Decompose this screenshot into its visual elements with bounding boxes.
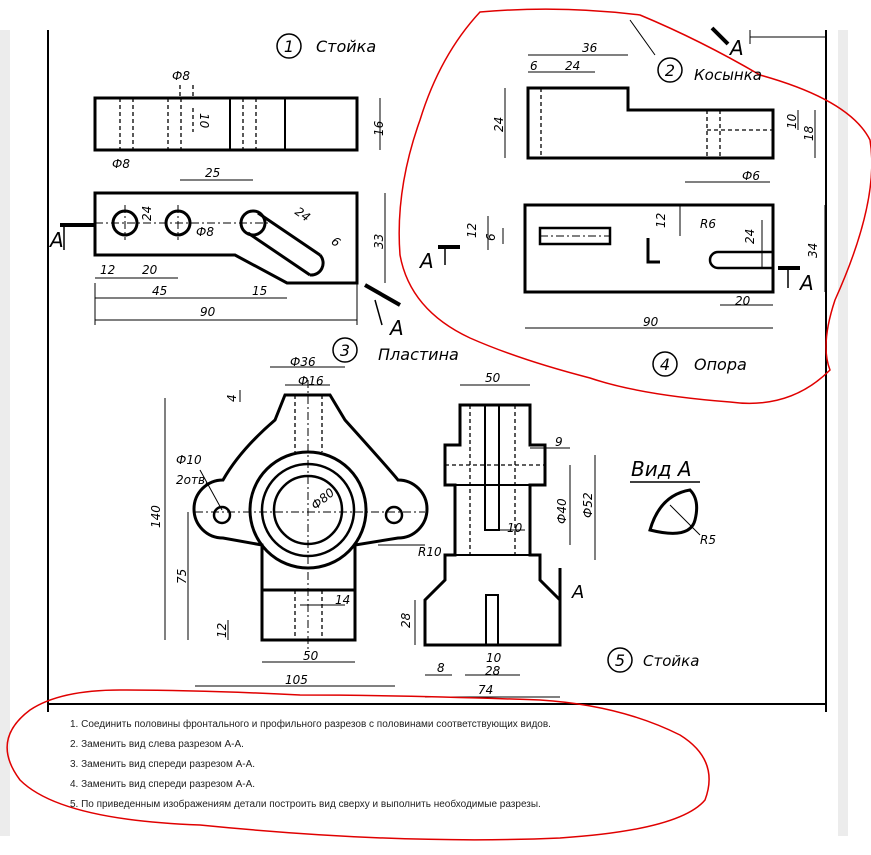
part3-drawing: [164, 366, 429, 687]
dim-p2-6: 18: [802, 125, 816, 141]
part1-label: 1 Стойка: [276, 33, 376, 59]
dim-p1-8: 24: [292, 204, 313, 224]
red-annotations: [6, 8, 871, 841]
dim-p3-13: 105: [285, 673, 308, 687]
dim-p3-12: 50: [303, 649, 319, 663]
dim-p2-2: 6: [530, 59, 538, 73]
dim-p1-1: Ф8: [172, 69, 190, 83]
part1-number: 1: [284, 37, 294, 56]
dim-p5-7: 8: [437, 661, 445, 675]
dim-p3-8: 75: [175, 569, 189, 584]
dim-p4-3: 12: [654, 213, 668, 228]
dim-p3-10: 14: [335, 593, 350, 607]
part2-label: 2 Косынка: [657, 57, 762, 84]
dim-p4-8: 90: [643, 315, 659, 329]
dim-p2-4: 24: [492, 117, 506, 132]
dim-p5-6: 28: [399, 612, 413, 628]
part2-number: 2: [665, 61, 675, 80]
dimension-labels: Ф8 10 16 Ф8 25 24 Ф8 24 6 33 12 20 45 15…: [100, 41, 820, 697]
part5-label: 5 Стойка: [607, 647, 699, 673]
dim-p5-10: 74: [478, 683, 493, 697]
dim-p4-7: 20: [735, 294, 751, 308]
part4-label: 4 Опора: [652, 351, 747, 377]
dim-p2-5: 10: [785, 113, 799, 129]
dim-p4-4: R6: [700, 217, 716, 231]
dim-p1-10: 33: [372, 234, 386, 249]
task-3: 3. Заменить вид спереди разрезом А-А.: [70, 759, 256, 770]
dim-p3-1: Ф36: [290, 355, 316, 369]
part5-drawing: [414, 384, 596, 698]
frame: [47, 30, 827, 712]
dim-p1-14: 15: [252, 284, 267, 298]
dim-p3-5: 2отв.: [176, 473, 209, 487]
part5-number: 5: [615, 651, 625, 670]
dim-p5-1: 50: [485, 371, 501, 385]
dim-p5-8: 10: [486, 651, 502, 665]
section-letter-p4-right: A: [798, 271, 814, 295]
part1-name: Стойка: [316, 37, 376, 56]
part3-name: Пластина: [378, 345, 459, 364]
dim-p1-7: Ф8: [196, 225, 214, 239]
part3-number: 3: [340, 341, 350, 360]
dim-p5-2: 9: [555, 435, 563, 449]
dim-p1-12: 20: [142, 263, 158, 277]
dim-p4-1: 12: [465, 223, 479, 238]
dim-p1-11: 12: [100, 263, 115, 277]
dim-p3-11: 12: [215, 623, 229, 638]
part2-drawing: [504, 19, 816, 183]
dim-p1-15: 90: [200, 305, 216, 319]
drawing-sheet: [10, 30, 838, 836]
dim-p5-3: Ф52: [581, 492, 595, 518]
dim-p1-13: 45: [152, 284, 167, 298]
left-margin: [0, 30, 10, 836]
dim-p2-7: Ф6: [742, 169, 760, 183]
dim-p5-5: 10: [507, 521, 523, 535]
task-1: 1. Соединить половины фронтального и про…: [70, 719, 551, 730]
dim-p1-5: 25: [205, 166, 220, 180]
right-margin: [838, 30, 848, 836]
dim-p1-4: Ф8: [112, 157, 130, 171]
section-letter-p1-right: A: [388, 316, 404, 340]
part4-drawing: [438, 203, 826, 329]
section-letter-p1-left: A: [48, 228, 64, 252]
dim-p5-4: Ф40: [555, 498, 569, 524]
dim-p3-2: Ф16: [298, 374, 324, 388]
view-a-title: Вид А: [631, 457, 692, 481]
part5-name: Стойка: [643, 652, 699, 670]
section-letter-p5: A: [571, 582, 584, 603]
dim-p3-9: R10: [418, 545, 442, 559]
dim-p3-4: Ф10: [176, 453, 202, 467]
dim-p1-9: 6: [329, 234, 344, 250]
task-5: 5. По приведенным изображениям детали по…: [70, 799, 541, 810]
view-a-drawing: [630, 481, 701, 536]
part-labels: 1 Стойка 2 Косынка 3 Пластина 4 Опора 5 …: [276, 33, 762, 673]
task-4: 4. Заменить вид спереди разрезом А-А.: [70, 779, 256, 790]
dim-p3-3: 4: [225, 394, 239, 402]
part4-name: Опора: [694, 355, 747, 374]
dim-p5-9: 28: [485, 664, 501, 678]
dim-p4-6: 34: [806, 243, 820, 258]
part3-label: 3 Пластина: [332, 337, 459, 364]
dim-p1-3: 16: [372, 120, 386, 136]
task-2: 2. Заменить вид слева разрезом А-А.: [70, 739, 244, 750]
section-letter-p2: A: [728, 36, 744, 60]
dim-p1-6: 24: [140, 206, 154, 221]
dim-p4-2: 6: [484, 233, 498, 241]
dim-p2-3: 24: [565, 59, 580, 73]
dim-va-1: R5: [700, 533, 716, 547]
part4-number: 4: [660, 355, 670, 374]
section-markers: A A A A A A: [48, 36, 814, 603]
dim-p1-2: 10: [197, 113, 211, 129]
dim-p3-6: Ф80: [308, 485, 337, 512]
part2-name: Косынка: [694, 66, 762, 84]
part1-drawing: [60, 85, 401, 326]
dim-p2-1: 36: [582, 41, 598, 55]
dim-p4-5: 24: [743, 229, 757, 244]
dim-p3-7: 140: [149, 505, 163, 528]
section-letter-p4-left: A: [418, 249, 434, 273]
